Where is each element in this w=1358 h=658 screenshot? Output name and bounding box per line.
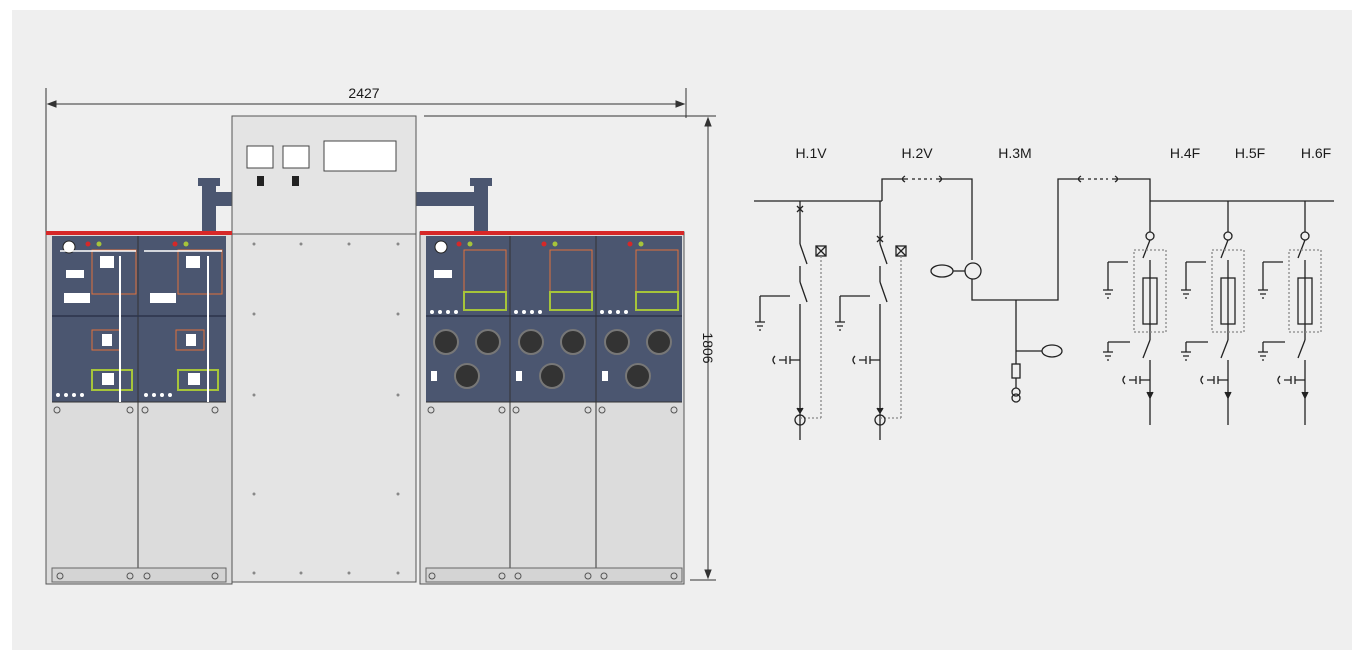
- feeder-label-h4f: H.4F: [1170, 145, 1200, 161]
- unit-h2v-front: [141, 241, 223, 580]
- feeder-labels: H.1V H.2V H.3M H.4F H.5F H.6F: [795, 145, 1331, 161]
- feeder-label-h3m: H.3M: [998, 145, 1031, 161]
- unit-h6f-front: [598, 241, 679, 580]
- rmu-right: [419, 231, 685, 585]
- feeder-h2v: [835, 201, 907, 440]
- height-dimension-label: 1806: [700, 332, 716, 363]
- height-dimension: [424, 115, 716, 581]
- feeder-h3m: [930, 262, 1063, 403]
- feeder-label-h1v: H.1V: [795, 145, 827, 161]
- cable-link-h2v-h3m: [881, 178, 973, 260]
- feeder-h6f: [1258, 201, 1322, 425]
- feeder-label-h2v: H.2V: [901, 145, 933, 161]
- width-dimension-label: 2427: [348, 85, 379, 101]
- single-line-diagram: [754, 175, 1334, 440]
- feeder-h5f: [1181, 201, 1245, 425]
- unit-h5f-front: [512, 241, 593, 580]
- feeder-h4f: [1103, 201, 1167, 425]
- cable-link-h3m-h4f: [1016, 178, 1151, 301]
- feeder-label-h5f: H.5F: [1235, 145, 1265, 161]
- cable-duct-right: [414, 178, 492, 232]
- rmu-left: [45, 231, 233, 585]
- unit-h4f-front: [427, 241, 507, 580]
- width-dimension: [45, 88, 687, 236]
- unit-h1v-front: [53, 240, 137, 580]
- switchgear-elevation: 2427 1806: [45, 85, 716, 585]
- metering-cabinet: [231, 115, 417, 583]
- cable-duct-left: [198, 178, 236, 232]
- feeder-label-h6f: H.6F: [1301, 145, 1331, 161]
- feeder-h1v: [755, 201, 827, 440]
